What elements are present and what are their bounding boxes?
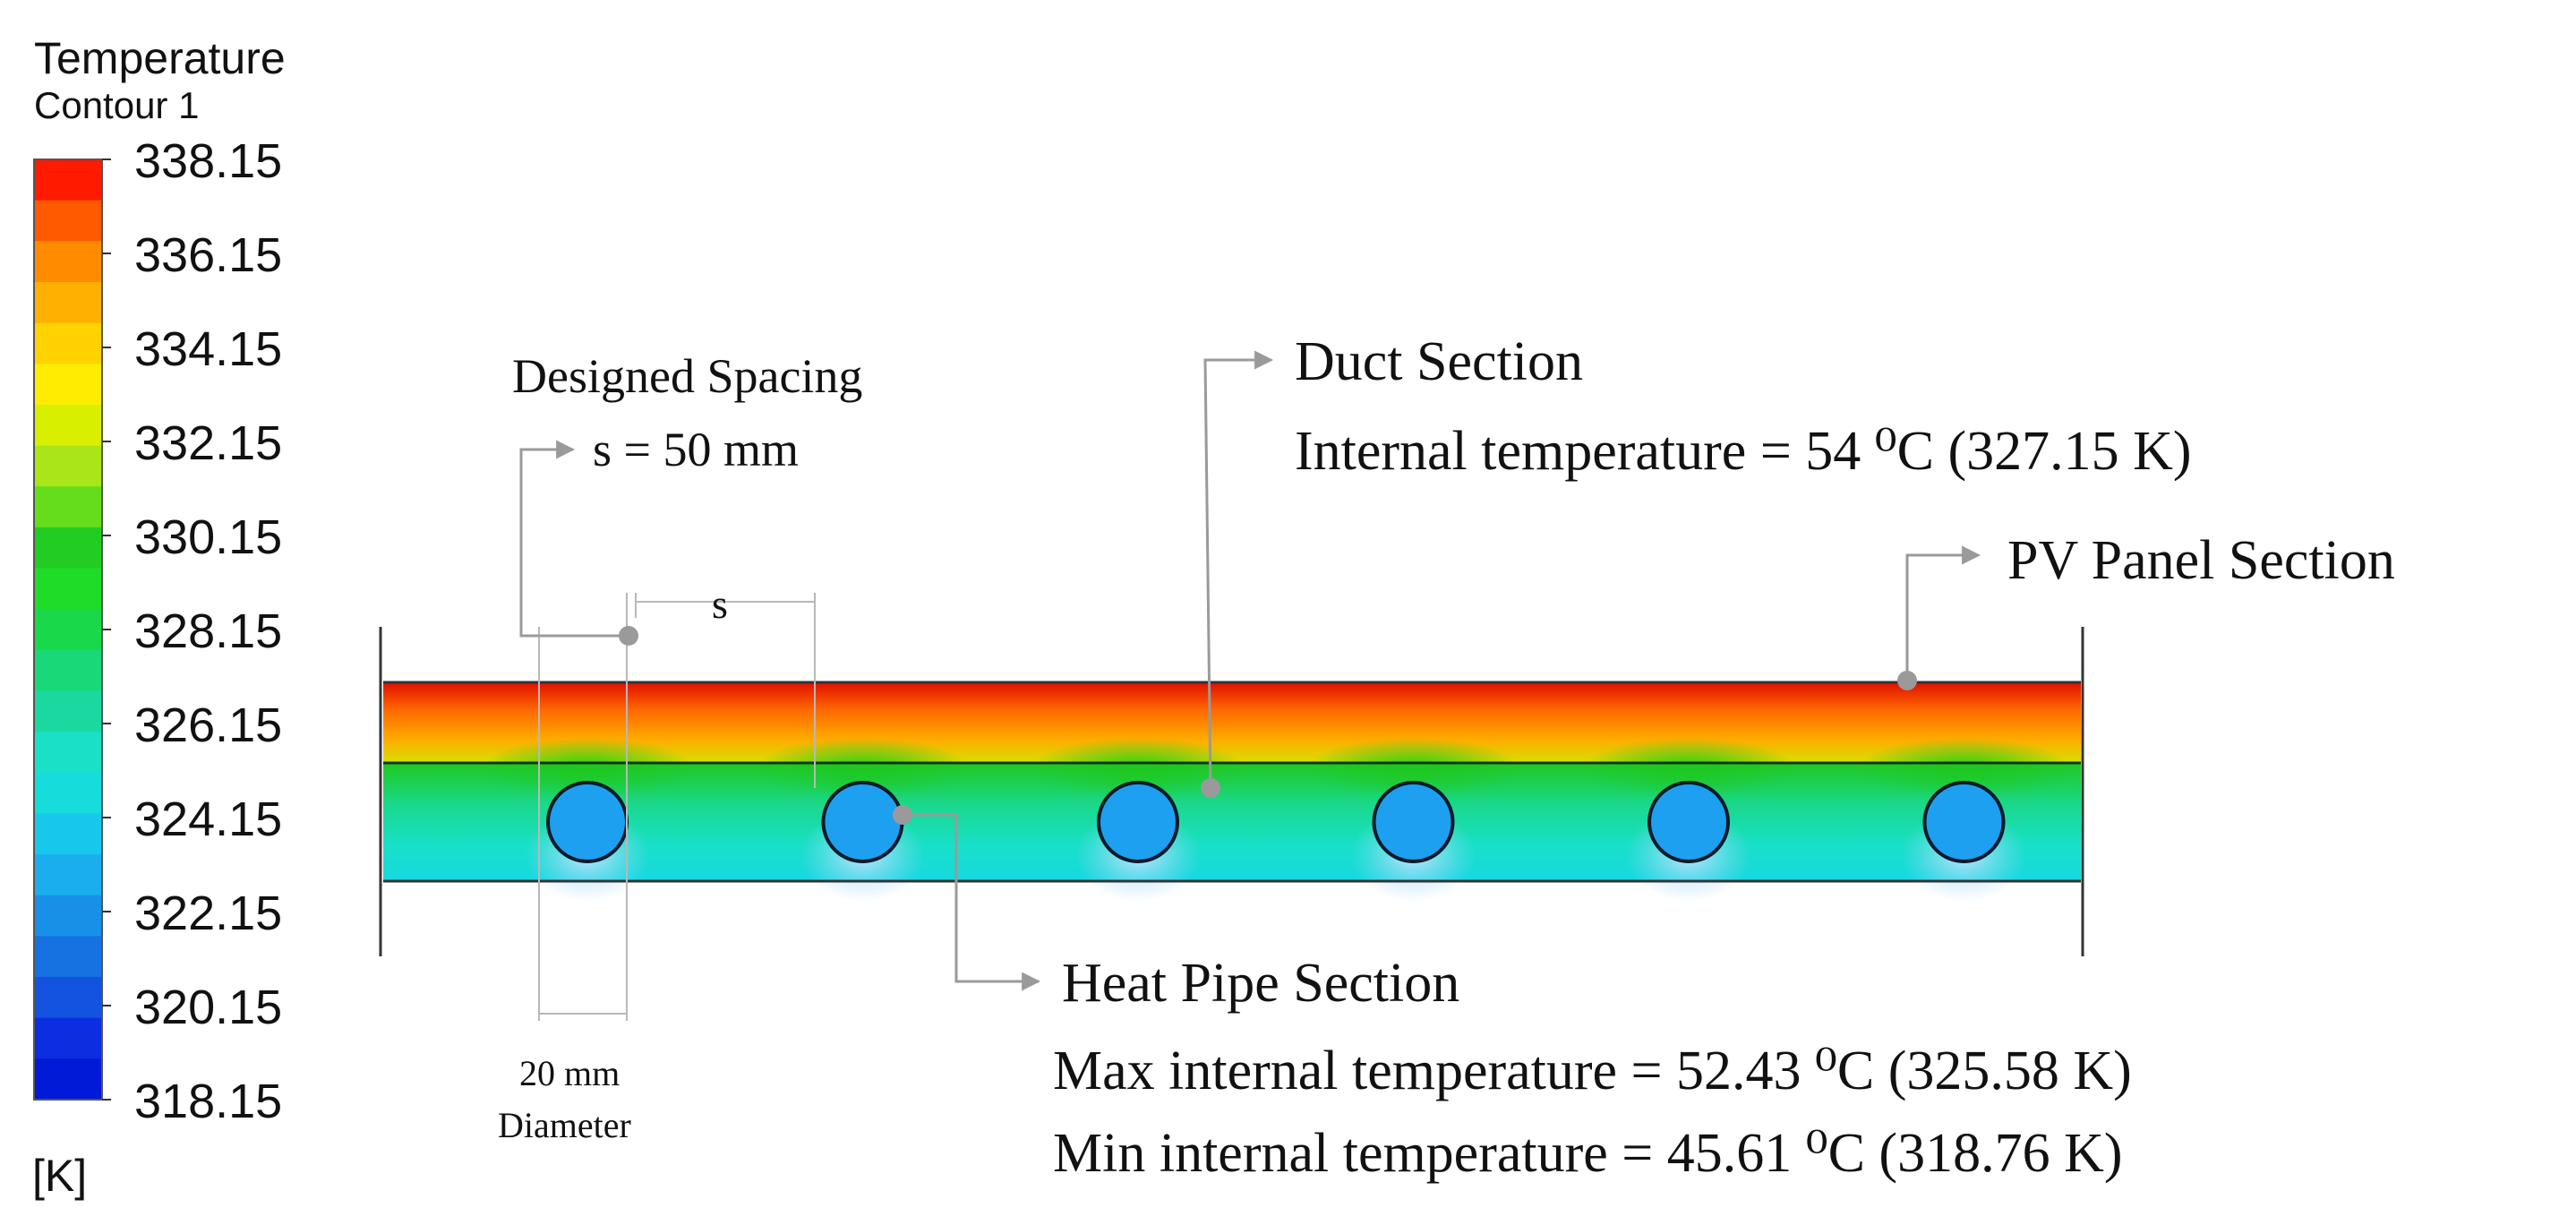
duct-internal-temperature: Internal temperature = 54 ⁰C (327.15 K): [1295, 421, 2192, 482]
heat-pipes: [546, 781, 2006, 863]
color-scale-tick-label: 330.15: [134, 510, 282, 564]
legend-unit: [K]: [32, 1151, 87, 1201]
color-scale-segment: [34, 649, 102, 692]
heat-pipe: [1372, 781, 1455, 863]
thermal-plume: [1031, 738, 1245, 799]
cross-section-domain: [379, 627, 2084, 956]
color-scale-segment: [34, 281, 102, 324]
color-scale-segment: [34, 732, 102, 774]
color-scale-segment: [34, 854, 102, 896]
heat-pipe: [821, 781, 904, 863]
color-scale-segment: [34, 609, 102, 651]
thermal-plume: [1856, 738, 2072, 799]
spacing-value: s = 50 mm: [593, 423, 799, 476]
color-scale-segment: [34, 977, 102, 1019]
spacing-symbol: s: [712, 581, 728, 627]
thermal-plume: [480, 738, 695, 799]
color-scale-segment: [34, 813, 102, 855]
legend-title: Temperature: [34, 33, 286, 83]
heat-pipe: [1647, 781, 1730, 863]
color-scale-segment: [34, 159, 102, 201]
color-scale-tick-label: 336.15: [134, 228, 282, 282]
color-scale-segment: [34, 936, 102, 978]
duct-section-title: Duct Section: [1295, 331, 1583, 392]
max-internal-temperature: Max internal temperature = 52.43 ⁰C (325…: [1053, 1041, 2132, 1101]
diameter-value: 20 mm: [519, 1053, 620, 1093]
legend-subtitle: Contour 1: [34, 84, 199, 126]
color-scale-tick-label: 318.15: [134, 1075, 282, 1128]
color-scale-bar: [33, 158, 103, 1101]
color-scale-segment: [34, 445, 102, 487]
heat-pipe: [546, 781, 629, 863]
spacing-leader: [519, 440, 629, 638]
color-scale-segment: [34, 404, 102, 447]
duct-thermal-plumes: [480, 738, 2072, 799]
color-scale-tick-label: 326.15: [134, 698, 282, 752]
spacing-dimension: [538, 593, 816, 1021]
color-scale-tick-label: 338.15: [134, 134, 282, 188]
heat-pipe: [1097, 781, 1179, 863]
color-scale-tick-label: 332.15: [134, 416, 282, 470]
pv-leader: [1905, 545, 1981, 681]
color-scale-segment: [34, 364, 102, 406]
color-scale-segment: [34, 322, 102, 364]
color-scale-segment: [34, 690, 102, 732]
min-internal-temperature: Min internal temperature = 45.61 ⁰C (318…: [1053, 1123, 2123, 1184]
color-scale-ticks: 338.15 336.15 334.15 332.15 330.15 328.15 326.…: [102, 134, 282, 1128]
color-scale-segment: [34, 1017, 102, 1059]
thermal-plume: [1581, 738, 1796, 799]
pv-panel-section-title: PV Panel Section: [2007, 530, 2395, 591]
designed-spacing-label: Designed Spacing: [512, 349, 862, 403]
leader-dots: [619, 626, 1917, 825]
heat-pipe: [1922, 781, 2006, 863]
color-scale-tick-label: 328.15: [134, 604, 282, 658]
heat-pipe-leader: [903, 813, 1041, 991]
thermal-plume: [1305, 738, 1521, 799]
color-scale-tick-label: 324.15: [134, 792, 282, 846]
color-scale-tick-label: 320.15: [134, 981, 282, 1034]
thermal-plume: [755, 738, 971, 799]
color-scale-segment: [34, 527, 102, 570]
color-scale-segment: [34, 1058, 102, 1101]
leader-lines: [519, 350, 1981, 991]
color-scale-tick-label: 334.15: [134, 322, 282, 376]
heat-pipe-section-title: Heat Pipe Section: [1062, 953, 1459, 1014]
color-scale-segment: [34, 241, 102, 283]
color-scale-tick-label: 322.15: [134, 887, 282, 940]
color-scale-segment: [34, 772, 102, 815]
color-scale-segment: [34, 895, 102, 937]
duct-leader: [1203, 350, 1274, 789]
diameter-label: Diameter: [498, 1105, 631, 1145]
color-scale-segment: [34, 568, 102, 610]
color-scale-segment: [34, 200, 102, 242]
color-scale-segment: [34, 486, 102, 528]
